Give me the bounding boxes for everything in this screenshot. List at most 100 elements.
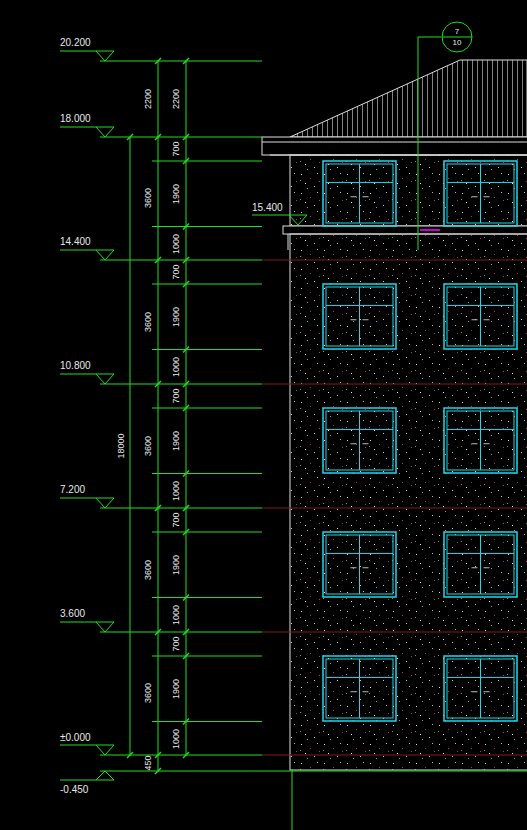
window-frame	[444, 284, 517, 349]
dim-tick	[155, 134, 161, 140]
axis-callout: 710	[441, 21, 473, 53]
window-frame	[323, 408, 396, 473]
window	[323, 284, 396, 349]
dim-tick	[183, 629, 189, 635]
dimension-text: 1900	[171, 679, 181, 699]
dim-tick	[155, 505, 161, 511]
transom	[447, 677, 514, 678]
dimension-text: 1900	[171, 307, 181, 327]
extension-line	[100, 632, 262, 633]
transom	[326, 677, 393, 678]
dim-tick	[183, 58, 189, 64]
level-symbol	[60, 374, 114, 384]
dimension-text: 3600	[143, 436, 153, 456]
window-sash	[447, 411, 514, 470]
window-sash	[326, 164, 393, 223]
transom	[447, 553, 514, 554]
floor-line	[262, 260, 527, 261]
extension-line	[152, 656, 262, 657]
handle	[363, 691, 369, 692]
extension-line	[152, 226, 262, 227]
dimension-text: 1000	[171, 605, 181, 625]
mullion	[480, 411, 481, 470]
window-sash	[447, 535, 514, 594]
window-frame	[323, 656, 396, 721]
dim-tick	[183, 405, 189, 411]
dim-line	[130, 137, 131, 755]
dim-line	[158, 61, 159, 771]
extension-line	[100, 384, 262, 385]
handle	[351, 567, 357, 568]
window	[444, 408, 517, 473]
dim-tick	[127, 752, 133, 758]
dimension-text: 3600	[143, 312, 153, 332]
level-symbol	[60, 498, 114, 508]
window-sash	[326, 659, 393, 718]
dim-tick	[155, 752, 161, 758]
ground-line	[100, 771, 527, 772]
dimension-text: 1000	[171, 357, 181, 377]
elevation-text: 10.800	[60, 360, 91, 372]
window	[323, 408, 396, 473]
level-symbol	[60, 622, 114, 632]
dim-tick	[183, 381, 189, 387]
level-symbol	[60, 127, 114, 137]
dim-tick	[155, 768, 161, 774]
window	[444, 161, 517, 226]
dimension-text: 18000	[116, 433, 126, 458]
transom	[326, 305, 393, 306]
window	[444, 284, 517, 349]
dimension-text: 700	[171, 141, 181, 156]
dim-tick	[183, 281, 189, 287]
elevation-text: ±0.000	[60, 732, 91, 744]
mullion	[480, 659, 481, 718]
floor-line	[262, 384, 527, 385]
window-sash	[326, 535, 393, 594]
handle	[363, 196, 369, 197]
transom	[447, 429, 514, 430]
extension-line	[152, 349, 262, 350]
window	[323, 161, 396, 226]
window-sash	[326, 287, 393, 346]
dim-tick	[183, 158, 189, 164]
mullion	[359, 535, 360, 594]
handle	[484, 319, 490, 320]
dimension-text: 700	[171, 512, 181, 527]
dimension-text: 1900	[171, 431, 181, 451]
level-symbol	[60, 250, 114, 260]
extension-line	[152, 161, 262, 162]
callout-divider	[442, 37, 472, 38]
elevation-text: -0.450	[60, 784, 88, 796]
handle	[484, 443, 490, 444]
transom	[326, 182, 393, 183]
transom	[447, 182, 514, 183]
dim-tick	[183, 653, 189, 659]
dim-tick	[127, 134, 133, 140]
window-frame	[323, 284, 396, 349]
mullion	[480, 164, 481, 223]
transom	[326, 553, 393, 554]
dim-tick	[183, 257, 189, 263]
dim-tick	[183, 595, 189, 601]
elevation-text: 20.200	[60, 37, 91, 49]
dimension-text: 3600	[143, 560, 153, 580]
handle	[472, 319, 478, 320]
dimension-text: 3600	[143, 188, 153, 208]
mullion	[359, 287, 360, 346]
mullion	[359, 411, 360, 470]
window-sash	[326, 411, 393, 470]
dim-tick	[183, 752, 189, 758]
handle	[484, 691, 490, 692]
dimension-text: 1000	[171, 481, 181, 501]
handle	[363, 567, 369, 568]
dimension-text: 1900	[171, 184, 181, 204]
dim-tick	[155, 58, 161, 64]
mullion	[359, 659, 360, 718]
dimension-text: 2200	[171, 89, 181, 109]
window	[444, 532, 517, 597]
dim-tick	[183, 224, 189, 230]
dim-tick	[183, 719, 189, 725]
extension-line	[100, 61, 262, 62]
window-sash	[447, 164, 514, 223]
dim-tick	[155, 381, 161, 387]
